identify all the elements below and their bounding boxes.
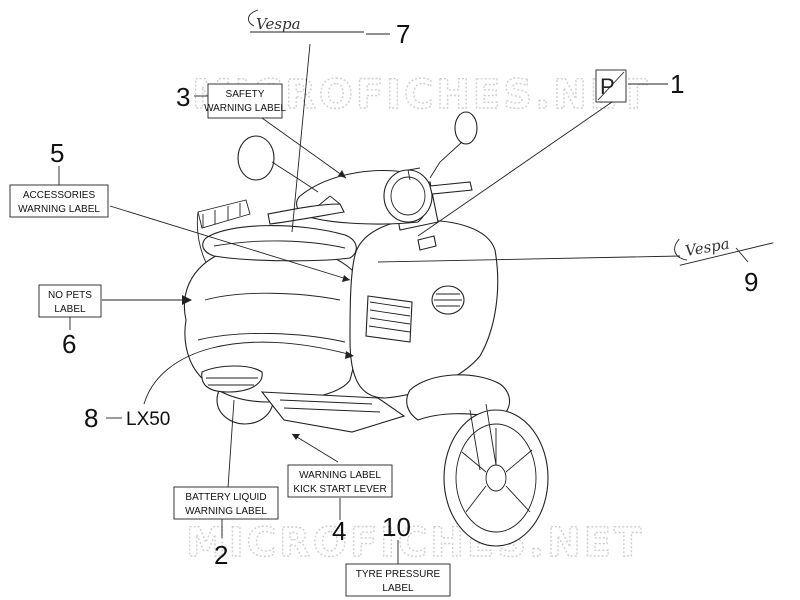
- svg-text:Vespa: Vespa: [256, 15, 301, 33]
- callout-4: WARNING LABEL KICK START LEVER 4: [287, 464, 393, 546]
- callout-6: NO PETS LABEL 6: [38, 284, 102, 359]
- label-5-line-1: ACCESSORIES: [23, 190, 96, 201]
- scooter-illustration: [183, 111, 549, 547]
- callout-2: BATTERY LIQUID WARNING LABEL 2: [173, 486, 279, 570]
- label-2-line-2: WARNING LABEL: [185, 506, 267, 517]
- callout-number-7: 7: [396, 19, 410, 49]
- callout-number-10: 10: [382, 512, 411, 542]
- callout-5: ACCESSORIES WARNING LABEL 5: [9, 138, 109, 218]
- label-3-line-1: SAFETY: [226, 89, 265, 100]
- label-10-line-1: TYRE PRESSURE: [356, 569, 441, 580]
- svg-text:Vespa: Vespa: [684, 235, 731, 260]
- callout-number-6: 6: [62, 329, 76, 359]
- callout-number-2: 2: [214, 540, 228, 570]
- label-4-line-1: WARNING LABEL: [299, 470, 381, 481]
- callout-10: 10 TYRE PRESSURE LABEL: [345, 512, 451, 597]
- callout-number-9: 9: [744, 267, 758, 297]
- emblem-decal-side: Vespa: [674, 235, 774, 266]
- callout-number-4: 4: [332, 516, 346, 546]
- svg-text:P: P: [600, 74, 615, 99]
- label-5-line-2: WARNING LABEL: [18, 204, 100, 215]
- label-box-6: [38, 284, 102, 318]
- label-6-line-2: LABEL: [54, 304, 86, 315]
- emblem-decal-top: Vespa: [248, 9, 364, 33]
- callout-number-3: 3: [176, 82, 190, 112]
- label-10-line-2: LABEL: [382, 583, 414, 594]
- label-2-line-1: BATTERY LIQUID: [185, 492, 266, 503]
- callout-8: 8 LX50: [84, 403, 170, 433]
- callout-number-5: 5: [50, 138, 64, 168]
- label-box-5: [9, 184, 109, 218]
- label-box-4: [287, 464, 393, 498]
- model-code-label: LX50: [126, 409, 170, 430]
- callout-number-8: 8: [84, 403, 98, 433]
- callout-3: SAFETY WARNING LABEL 3: [176, 82, 286, 119]
- label-box-10: [345, 563, 451, 597]
- watermark-bottom: MICROFICHES.NET: [186, 520, 644, 566]
- label-box-3: [207, 83, 283, 119]
- label-box-2: [173, 486, 279, 520]
- badge-decal: P: [595, 69, 627, 103]
- label-4-line-2: KICK START LEVER: [293, 484, 386, 495]
- leader-lines: [58, 33, 749, 564]
- callout-number-1: 1: [670, 69, 684, 99]
- label-3-line-2: WARNING LABEL: [204, 103, 286, 114]
- label-6-line-1: NO PETS: [48, 290, 92, 301]
